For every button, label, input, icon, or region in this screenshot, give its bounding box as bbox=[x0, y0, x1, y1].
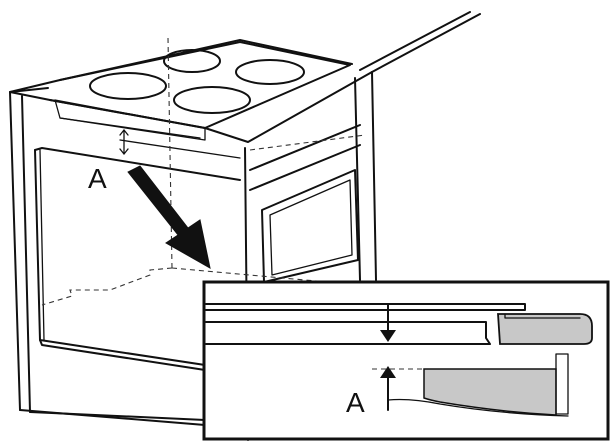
worktop bbox=[204, 11, 481, 143]
arrow-down-right-icon bbox=[127, 165, 211, 269]
cabinet-side-panel bbox=[423, 368, 557, 416]
cooking-zone-back-right bbox=[235, 59, 305, 85]
kitchen-cabinet bbox=[9, 71, 377, 441]
cooking-zone-front-right bbox=[173, 86, 251, 114]
detail-inset: A bbox=[202, 280, 610, 441]
main-dimension-label: A bbox=[88, 163, 107, 194]
oven-unit bbox=[249, 124, 361, 283]
hob bbox=[9, 39, 353, 141]
cooking-zone-front-left bbox=[89, 72, 167, 100]
cooking-zone-back-left bbox=[163, 49, 221, 73]
inset-dimension-label: A bbox=[346, 387, 365, 418]
arrow-down-icon bbox=[380, 303, 396, 342]
arrow-up-icon bbox=[380, 366, 396, 411]
main-dimension: A bbox=[88, 129, 129, 194]
worktop-edge-trim bbox=[497, 313, 593, 345]
